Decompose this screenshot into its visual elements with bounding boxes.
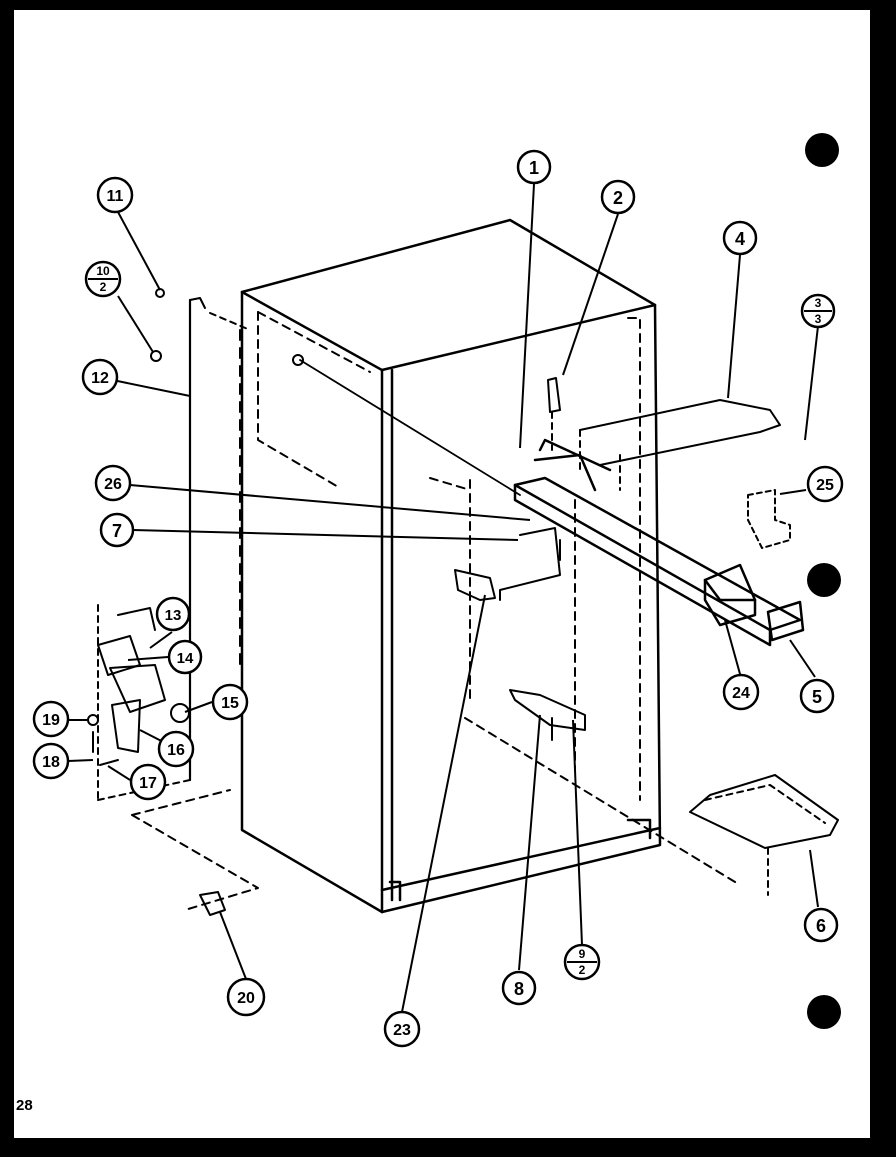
bracket xyxy=(747,489,791,549)
crisper-shelf xyxy=(689,774,839,849)
paper-background xyxy=(14,10,870,1138)
callout-5: 5 xyxy=(799,678,835,714)
callout-14: 14 xyxy=(167,639,203,675)
callout-17-label: 17 xyxy=(139,775,157,792)
callout-6-label: 6 xyxy=(816,916,826,936)
binder-hole xyxy=(805,133,839,167)
leader-lines xyxy=(67,183,819,1013)
bracket-23 xyxy=(454,569,496,601)
callout-24-label: 24 xyxy=(732,685,750,702)
callout-10-2: 10 2 xyxy=(84,260,122,298)
callout-16-label: 16 xyxy=(167,742,185,759)
callout-25-label: 25 xyxy=(816,477,834,494)
component-2 xyxy=(547,377,561,413)
callout-14-label: 14 xyxy=(177,650,194,667)
callout-19: 19 xyxy=(32,700,70,738)
callout-2-label: 2 xyxy=(613,188,623,208)
callout-15: 15 xyxy=(211,683,249,721)
callout-20: 20 xyxy=(226,977,266,1017)
callout-1-label: 1 xyxy=(529,158,539,178)
callout-8-label: 8 xyxy=(514,979,524,999)
callout-20-label: 20 xyxy=(237,990,255,1007)
callout-13-label: 13 xyxy=(165,607,182,624)
callout-10-2-num: 10 xyxy=(96,264,110,278)
callout-12-label: 12 xyxy=(91,370,109,387)
callout-17: 17 xyxy=(129,763,167,801)
callout-24: 24 xyxy=(722,673,760,711)
defrost-control-parts xyxy=(87,604,191,801)
callout-2: 2 xyxy=(600,179,636,215)
callout-8: 8 xyxy=(501,970,537,1006)
callout-23: 23 xyxy=(383,1010,421,1048)
callout-26: 26 xyxy=(94,464,132,502)
callout-3-3-den: 3 xyxy=(815,312,822,326)
control-outline xyxy=(499,527,561,601)
callout-11: 11 xyxy=(96,176,134,214)
callout-16: 16 xyxy=(157,730,195,768)
callout-6: 6 xyxy=(803,907,839,943)
callout-19-label: 19 xyxy=(42,712,60,729)
callout-3-3: 3 3 xyxy=(800,293,836,329)
callout-26-label: 26 xyxy=(104,476,122,493)
inner-liner-outline xyxy=(257,311,741,886)
callout-7: 7 xyxy=(99,512,135,548)
callout-11-label: 11 xyxy=(107,188,124,205)
binder-hole xyxy=(807,563,841,597)
page-number: 28 xyxy=(16,1097,33,1114)
floor-outline xyxy=(131,789,259,911)
hinge-bracket xyxy=(509,689,586,731)
binder-hole xyxy=(807,995,841,1029)
callout-25: 25 xyxy=(806,465,844,503)
leveling-leg xyxy=(199,891,226,916)
callout-23-label: 23 xyxy=(393,1022,411,1039)
callout-4-label: 4 xyxy=(735,229,745,249)
callout-12: 12 xyxy=(81,358,119,396)
callout-15-label: 15 xyxy=(221,695,239,712)
tubing xyxy=(579,399,781,466)
callouts: 1 2 4 25 26 7 11 12 13 14 15 16 17 18 19… xyxy=(32,149,844,1048)
callout-1: 1 xyxy=(516,149,552,185)
callout-9-2: 9 2 xyxy=(563,943,601,981)
callout-13: 13 xyxy=(155,596,191,632)
callout-3-3-num: 3 xyxy=(815,296,822,310)
callout-4: 4 xyxy=(722,220,758,256)
callout-18: 18 xyxy=(32,742,70,780)
callout-5-label: 5 xyxy=(812,687,822,707)
callout-18-label: 18 xyxy=(42,754,60,771)
callout-7-label: 7 xyxy=(112,521,122,541)
callout-9-2-num: 9 xyxy=(579,947,586,961)
screw xyxy=(150,350,162,362)
callout-9-2-den: 2 xyxy=(579,963,586,977)
callout-10-2-den: 2 xyxy=(100,280,107,294)
